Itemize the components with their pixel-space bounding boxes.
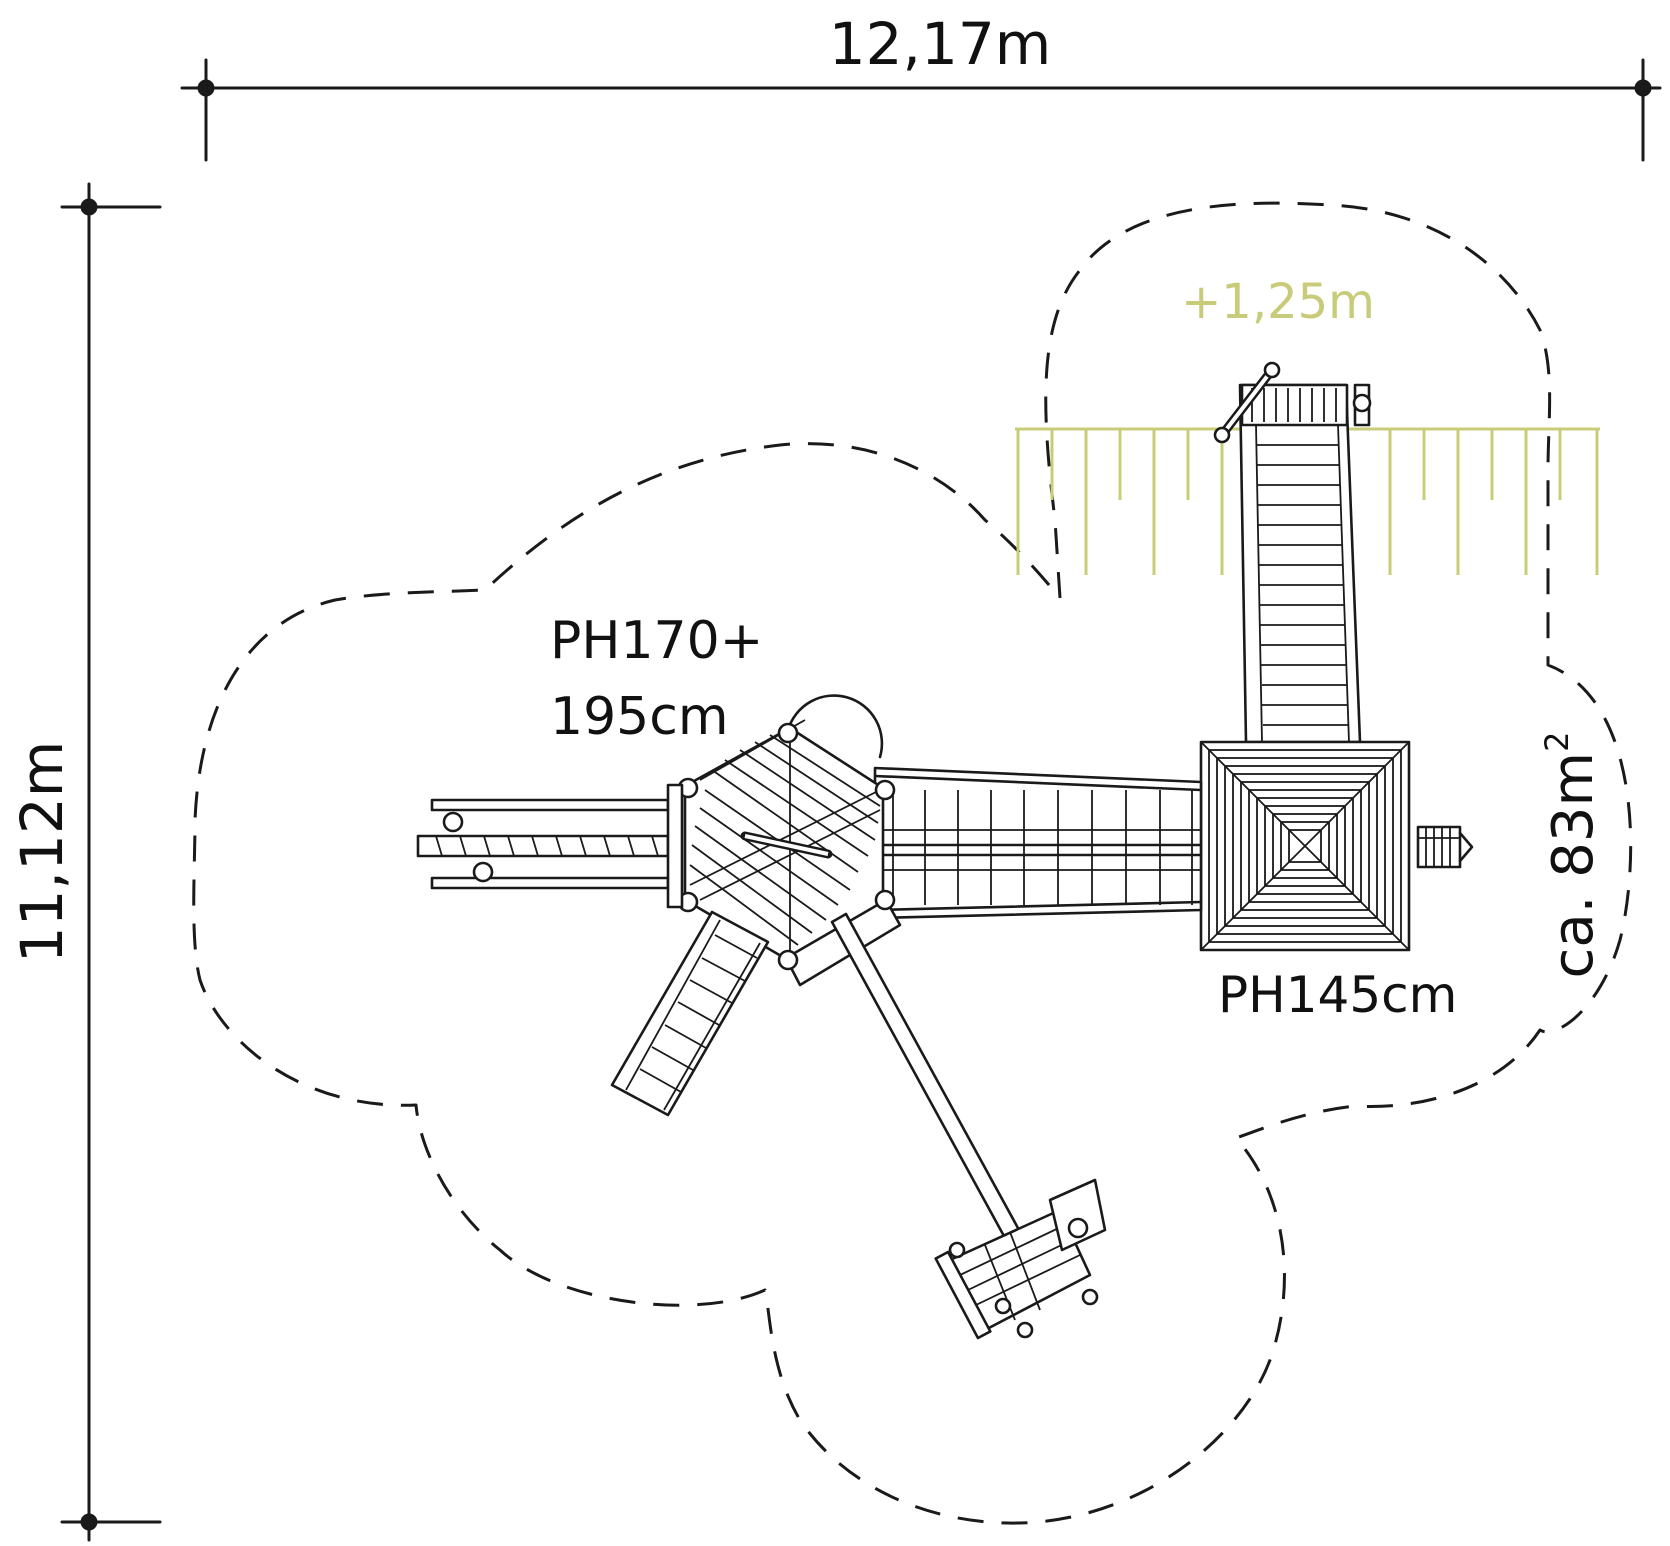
right-tower-roof [1199,740,1411,952]
southwest-ladder [610,910,770,1117]
play-area-size-label: ca. 83m2 [1538,732,1606,979]
play-area-size-unit-exponent: 2 [1538,732,1576,752]
left-tower-roof [677,694,902,987]
slope-height-label: +1,25m [1181,274,1375,330]
diagonal-swing-beam [830,912,1107,1340]
safety-zone-outline [192,201,1633,1525]
left-tower-label-line1: PH170+ [550,611,763,671]
width-dimension-label: 12,17m [829,10,1052,78]
north-climbing-ramp [1213,361,1372,744]
right-tower-label: PH145cm [1218,966,1457,1024]
height-dimension-label: 11,12m [8,741,76,964]
height-dimension-line [60,182,162,1542]
left-tower-label-line2: 195cm [550,687,729,747]
width-dimension-line [180,58,1662,162]
right-tower-side-step [1416,825,1474,869]
connecting-bridge [873,766,1203,920]
play-area-size-value: ca. 83m [1541,752,1606,979]
west-horizontal-ladder [416,783,684,909]
